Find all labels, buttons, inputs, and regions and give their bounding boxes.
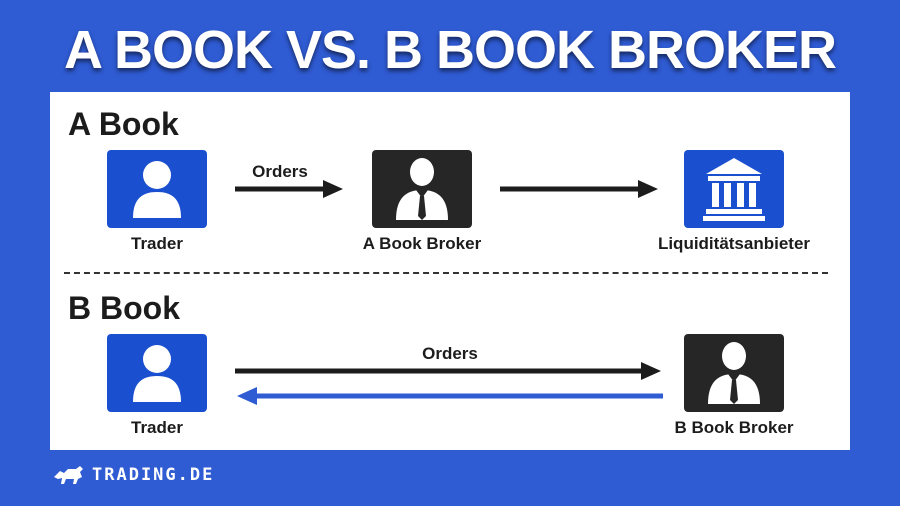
a-book-trader-label: Trader (131, 234, 183, 253)
b-book-broker-label: B Book Broker (674, 418, 794, 437)
b-book-trader-label: Trader (131, 418, 183, 437)
businessman-icon (708, 342, 760, 404)
page-title: A BOOK VS. B BOOK BROKER (63, 20, 837, 80)
bank-icon (703, 158, 765, 221)
person-icon (133, 161, 181, 218)
a-book-provider-label: Liquiditätsanbieter (657, 234, 811, 253)
person-icon (133, 345, 181, 402)
b-book-trader-box (107, 334, 207, 412)
a-book-broker-box (372, 150, 472, 228)
bull-icon (54, 466, 83, 484)
businessman-icon (396, 158, 448, 220)
diagram-panel: A Book Trader Orders A Book Broker (50, 92, 850, 450)
a-book-arrow-trader-to-broker (235, 180, 343, 198)
a-book-broker-label: A Book Broker (362, 234, 482, 253)
b-book-arrow-broker-to-trader (237, 387, 663, 405)
a-book-provider-box (684, 150, 784, 228)
a-book-arrow-broker-to-provider (500, 180, 658, 198)
brand-logo: TRADING.DE (52, 462, 214, 488)
a-book-orders-label: Orders (252, 162, 308, 181)
b-book-orders-label: Orders (422, 344, 478, 363)
b-book-arrow-trader-to-broker (235, 362, 661, 380)
a-book-trader-box (107, 150, 207, 228)
section-divider (64, 272, 828, 274)
b-book-heading: B Book (68, 290, 180, 326)
a-book-heading: A Book (68, 106, 179, 142)
brand-name: TRADING.DE (92, 465, 215, 485)
b-book-broker-box (684, 334, 784, 412)
